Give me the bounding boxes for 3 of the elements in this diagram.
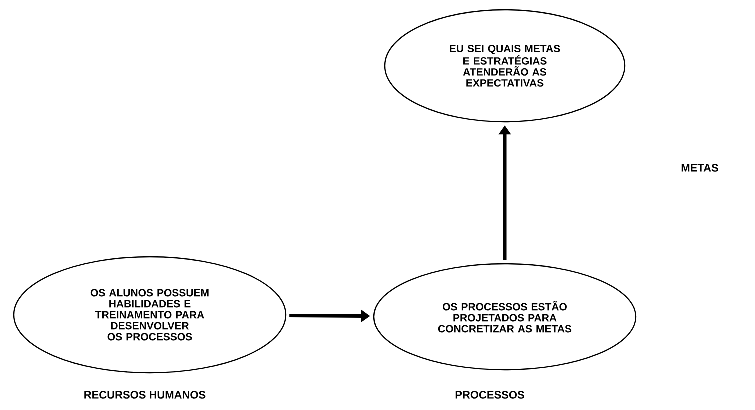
- caption-label: RECURSOS HUMANOS: [84, 391, 206, 399]
- caption-label: PROCESSOS: [456, 391, 524, 399]
- caption-label: METAS: [682, 164, 718, 172]
